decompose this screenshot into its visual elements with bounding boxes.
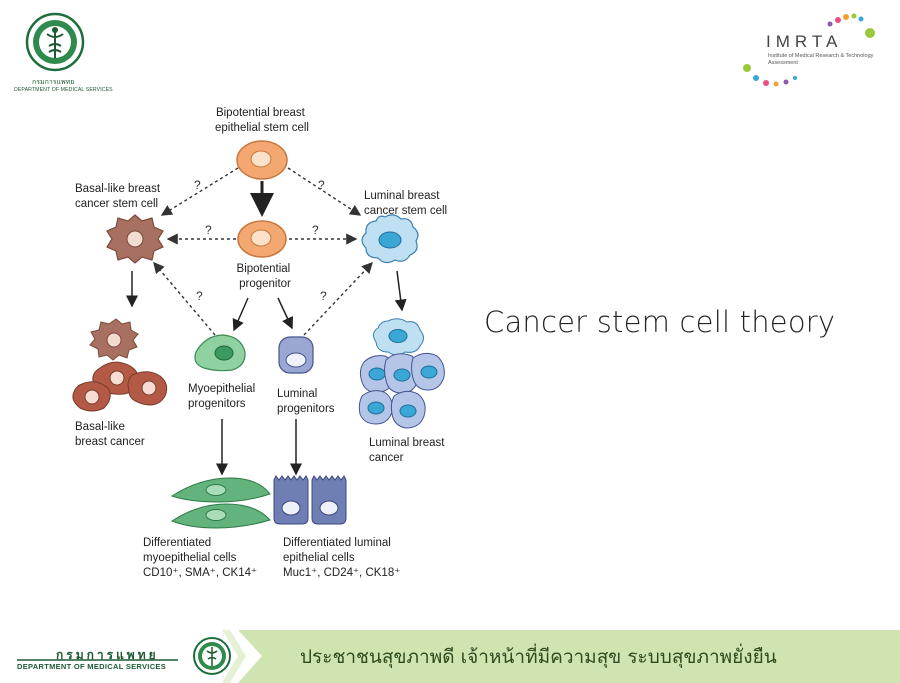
dashed-arrow-stem-to-basal xyxy=(160,167,239,216)
question-mark: ? xyxy=(320,289,327,303)
footer-band xyxy=(0,630,900,683)
department-logo xyxy=(25,12,85,74)
luminal-cancer-cluster xyxy=(358,318,445,429)
label-luminal-cancer: Luminal breast cancer xyxy=(369,437,448,464)
label-basal-stem: Basal-like breast cancer stem cell xyxy=(75,183,163,210)
label-luminal-stem: Luminal breast cancer stem cell xyxy=(364,190,447,217)
differentiated-luminal-cells xyxy=(273,475,347,525)
footer-motto: ประชาชนสุขภาพดี เจ้าหน้าที่มีความสุข ระบ… xyxy=(300,646,777,668)
question-mark: ? xyxy=(194,178,201,192)
label-bipotential-progenitor: Bipotential progenitor xyxy=(237,263,294,290)
footer-department-thai: กรมการแพทย xyxy=(56,648,159,662)
basal-like-stem-cell xyxy=(106,214,164,264)
slide-title: Cancer stem cell theory xyxy=(484,305,836,339)
label-basal-cancer: Basal-like breast cancer xyxy=(75,421,145,448)
label-myoepithelial-progenitors: Myoepithelial progenitors xyxy=(188,383,258,410)
bipotential-progenitor-cell xyxy=(237,220,287,258)
label-differentiated-luminal: Differentiated luminal epithelial cells … xyxy=(283,537,400,579)
dashed-arrow-luminal-to-luminal-stem xyxy=(303,261,373,336)
question-mark: ? xyxy=(196,289,203,303)
arrow-progenitor-to-myo xyxy=(232,297,249,332)
footer-logo xyxy=(192,635,232,677)
label-bipotential-stem: Bipotential breast epithelial stem cell xyxy=(215,107,309,134)
label-differentiated-myoepithelial: Differentiated myoepithelial cells CD10⁺… xyxy=(143,537,257,579)
caduceus-emblem-icon xyxy=(193,637,231,675)
arrow-luminal-stem-to-cancer xyxy=(394,270,407,312)
dashed-arrow-myo-to-basal xyxy=(153,261,216,336)
bipotential-stem-cell xyxy=(236,140,288,180)
imrta-logo-dots-icon xyxy=(743,13,875,87)
differentiated-myoepithelial-cells xyxy=(170,477,271,529)
caduceus-emblem-icon xyxy=(25,12,85,72)
imrta-name: IMRTA xyxy=(766,32,843,51)
footer-department-english: DEPARTMENT OF MEDICAL SERVICES xyxy=(17,662,167,671)
myoepithelial-progenitor-cell xyxy=(194,334,246,372)
luminal-stem-cell xyxy=(361,214,419,264)
basal-like-cancer-cluster xyxy=(72,318,168,412)
label-luminal-progenitors: Luminal progenitors xyxy=(277,388,335,415)
luminal-progenitor-cell xyxy=(278,336,314,374)
question-mark: ? xyxy=(318,178,325,192)
question-mark: ? xyxy=(312,223,319,237)
dashed-arrow-stem-to-luminal xyxy=(287,167,362,216)
department-name-thai: กรมการแพทย xyxy=(32,78,75,86)
imrta-subtitle: Institute of Medical Research & Technolo… xyxy=(768,53,874,66)
arrow-progenitor-to-luminal xyxy=(277,297,293,330)
question-mark: ? xyxy=(205,223,212,237)
department-name-english: DEPARTMENT OF MEDICAL SERVICES xyxy=(14,87,113,93)
